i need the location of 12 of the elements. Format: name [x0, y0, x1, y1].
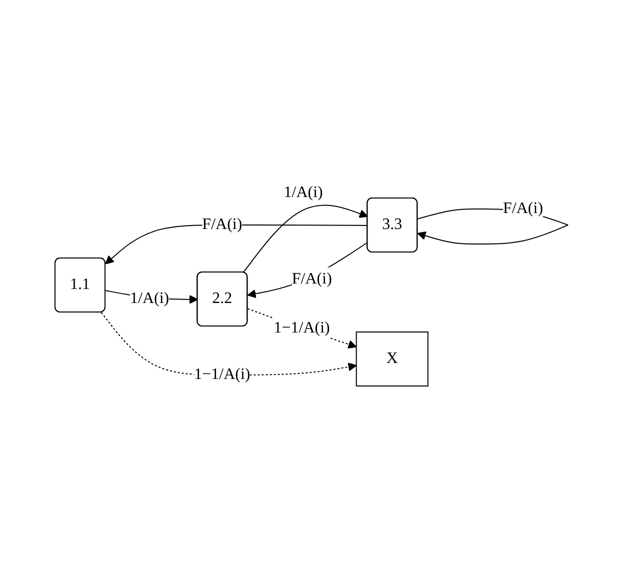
edge-label: 1/A(i): [284, 184, 323, 200]
edge-label: F/A(i): [292, 270, 332, 287]
edge-label: F/A(i): [502, 200, 543, 216]
arrow: [247, 241, 368, 298]
node-box: X: [356, 331, 428, 386]
edge-label: 1/A(i): [130, 290, 170, 306]
edge-label: 1−1/A(i): [274, 318, 330, 336]
edge-label: F/A(i): [202, 216, 242, 232]
arrow: [100, 311, 357, 375]
arrow: [247, 308, 357, 348]
arrow: [242, 204, 368, 273]
edge-label: 1−1/A(i): [194, 366, 250, 382]
